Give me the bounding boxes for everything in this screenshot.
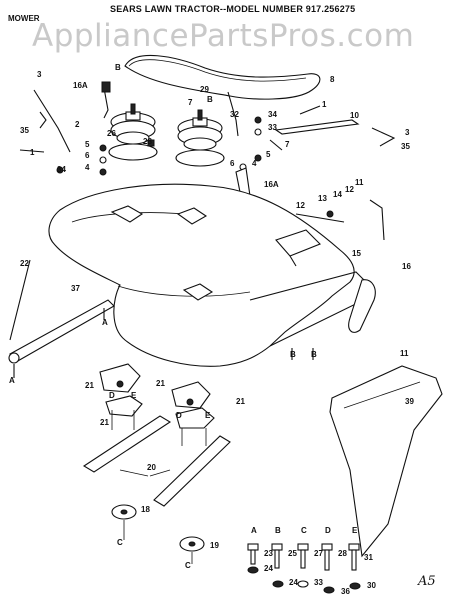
callout-c-7b: 7 bbox=[285, 140, 290, 149]
hardware-set bbox=[247, 543, 361, 594]
callout-c-30: 30 bbox=[367, 581, 376, 590]
callout-c-C1: C bbox=[117, 538, 123, 547]
blade-left bbox=[82, 415, 172, 473]
callout-c-15: 15 bbox=[352, 249, 361, 258]
mower-deck bbox=[48, 183, 355, 367]
section-label: MOWER bbox=[8, 14, 40, 23]
callout-c-4a: 4 bbox=[85, 163, 90, 172]
callout-c-A2: A bbox=[102, 318, 108, 327]
right-spindle-pulley bbox=[175, 109, 225, 167]
callout-c-23: 23 bbox=[264, 549, 273, 558]
callout-c-12a: 12 bbox=[345, 185, 354, 194]
callout-c-hwE: E bbox=[352, 526, 358, 535]
callout-c-E1: E bbox=[131, 391, 137, 400]
callout-c-32: 32 bbox=[230, 110, 239, 119]
callout-c-34b: 34 bbox=[268, 110, 277, 119]
callout-c-13: 13 bbox=[318, 194, 327, 203]
callout-c-8: 8 bbox=[330, 75, 335, 84]
callout-c-34a: 34 bbox=[57, 165, 66, 174]
callout-c-A1: A bbox=[9, 376, 15, 385]
callout-c-1b: 1 bbox=[322, 100, 327, 109]
callout-c-11a: 11 bbox=[355, 178, 364, 187]
callout-c-20: 20 bbox=[147, 463, 156, 472]
spring-link-left bbox=[33, 89, 71, 153]
idler-rod bbox=[274, 119, 360, 135]
callout-c-26: 26 bbox=[107, 129, 116, 138]
callout-c-35a: 35 bbox=[20, 126, 29, 135]
cover-plate bbox=[275, 229, 321, 257]
callout-c-27: 27 bbox=[314, 549, 323, 558]
callout-c-7a: 7 bbox=[188, 98, 193, 107]
callout-c-21a: 21 bbox=[85, 381, 94, 390]
callout-c-B2: B bbox=[207, 95, 213, 104]
callout-c-36: 36 bbox=[341, 587, 350, 596]
callout-c-3b: 3 bbox=[405, 128, 410, 137]
callout-c-5a: 5 bbox=[85, 140, 90, 149]
callout-c-6b: 6 bbox=[230, 159, 235, 168]
callout-c-3a: 3 bbox=[37, 70, 42, 79]
callout-c-D1: D bbox=[109, 391, 115, 400]
callout-c-B3: B bbox=[290, 350, 296, 359]
callout-c-4b: 4 bbox=[252, 159, 257, 168]
diagram-title: SEARS LAWN TRACTOR--MODEL NUMBER 917.256… bbox=[110, 4, 356, 14]
callout-c-10: 10 bbox=[350, 111, 359, 120]
callout-c-12b: 12 bbox=[296, 201, 305, 210]
callout-c-24a: 24 bbox=[264, 564, 273, 573]
callout-c-18: 18 bbox=[141, 505, 150, 514]
left-spindle-pulley bbox=[108, 103, 158, 161]
callout-c-39: 39 bbox=[405, 397, 414, 406]
callout-c-B4: B bbox=[311, 350, 317, 359]
callout-c-28b: 28 bbox=[338, 549, 347, 558]
callout-c-37: 37 bbox=[71, 284, 80, 293]
callout-c-33: 33 bbox=[268, 123, 277, 132]
callout-c-28: 28 bbox=[143, 137, 152, 146]
callout-c-C2: C bbox=[185, 561, 191, 570]
callout-c-25: 25 bbox=[288, 549, 297, 558]
callout-c-33b: 33 bbox=[314, 578, 323, 587]
callout-c-35b: 35 bbox=[401, 142, 410, 151]
watermark-text: AppliancePartsPros.com bbox=[32, 18, 415, 54]
callout-c-hwC: C bbox=[301, 526, 307, 535]
callout-c-2: 2 bbox=[75, 120, 80, 129]
callout-c-hwD: D bbox=[325, 526, 331, 535]
drive-belt bbox=[124, 54, 321, 100]
corner-mark: A5 bbox=[418, 574, 436, 589]
callout-c-21c: 21 bbox=[100, 418, 109, 427]
callout-c-14: 14 bbox=[333, 190, 342, 199]
callout-c-hwB: B bbox=[275, 526, 281, 535]
callout-c-5b: 5 bbox=[266, 150, 271, 159]
callout-c-D2: D bbox=[176, 411, 182, 420]
callout-c-E2: E bbox=[205, 411, 211, 420]
callout-c-21d: 21 bbox=[236, 397, 245, 406]
callout-c-16a: 16A bbox=[73, 81, 88, 90]
callout-c-1a: 1 bbox=[30, 148, 35, 157]
callout-c-16A2: 16A bbox=[264, 180, 279, 189]
discharge-chute bbox=[329, 365, 443, 558]
callout-c-B1: B bbox=[115, 63, 121, 72]
callout-c-24b: 24 bbox=[289, 578, 298, 587]
callout-c-31: 31 bbox=[364, 553, 373, 562]
callout-c-11b: 11 bbox=[400, 349, 409, 358]
blade-right bbox=[153, 435, 231, 507]
callout-c-22: 22 bbox=[20, 259, 29, 268]
callout-c-6a: 6 bbox=[85, 151, 90, 160]
callout-c-16: 16 bbox=[402, 262, 411, 271]
callout-c-29: 29 bbox=[200, 85, 209, 94]
blade-adapter-left bbox=[99, 363, 143, 417]
callout-c-19: 19 bbox=[210, 541, 219, 550]
blade-adapter-right bbox=[171, 381, 215, 429]
callout-c-hwA: A bbox=[251, 526, 257, 535]
stabilizer-bar bbox=[9, 299, 115, 363]
callout-c-21b: 21 bbox=[156, 379, 165, 388]
